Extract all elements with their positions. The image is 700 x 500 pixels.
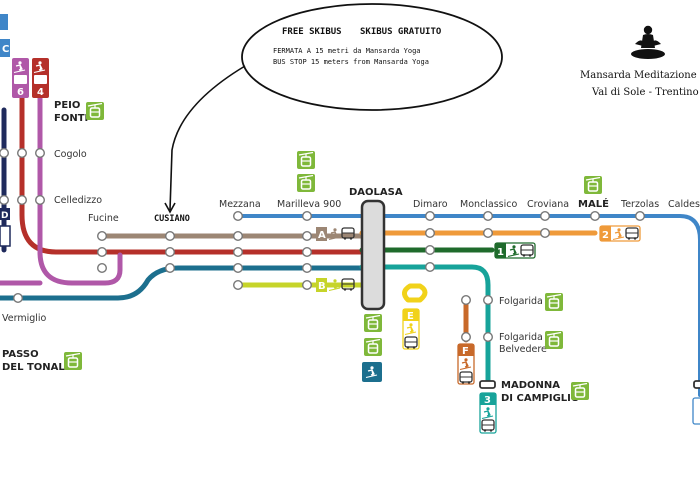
brand-name: Mansarda Meditazione & Yo [580,70,700,81]
cable-car-icon [85,101,105,121]
callout-line-en: BUS STOP 15 meters from Mansarda Yoga [273,58,429,66]
line-purple [37,72,123,286]
line-cyan [359,264,491,388]
line-badge-e: E [407,311,414,322]
cable-car-icon [570,381,590,401]
station-peio: PEIO [54,100,80,111]
callout-title-left: FREE SKIBUS [282,27,342,37]
callout-line-it: FERMATA A 15 metri da Mansarda Yoga [273,47,421,55]
station-daolasa: DAOLASA [349,187,403,198]
skibus-callout: FREE SKIBUS SKIBUS GRATUITO FERMATA A 15… [164,3,503,214]
line-badge-a: A [318,230,326,241]
cable-car-icon [296,173,316,193]
svg-text:C: C [2,44,9,55]
line-badge-6: 6 [17,87,24,98]
cable-car-icon [583,175,603,195]
station-labels: PEIO FONTI Cogolo Celledizzo Fucine CUSI… [2,100,700,404]
right-terminus [693,380,700,389]
line-badge-1: 1 [497,247,504,258]
station-folgarida-belvedere: Folgarida [499,332,543,343]
stop-markers [0,147,645,342]
station-folgarida: Folgarida [499,296,543,307]
cable-car-icon [544,330,564,350]
brand: Mansarda Meditazione & Yo Val di Sole - … [580,25,700,98]
station-fucine: Fucine [88,213,119,224]
station-folgarida-belvedere-2: Belvedere [499,344,547,355]
line-badge-f: F [462,346,469,357]
station-croviana: Croviana [527,199,569,210]
station-dimaro: Dimaro [413,199,448,210]
station-terzolas: Terzolas [620,199,659,210]
route-lines [0,72,700,397]
campiglio-terminus [479,380,496,389]
station-peio-fonti: FONTI [54,113,88,124]
station-vermiglio: Vermiglio [2,313,47,324]
daolasa-hub [360,199,386,311]
brand-location: Val di Sole - Trentino [591,87,699,98]
line-badge-b: B [318,281,326,292]
cable-car-icon [363,313,383,333]
station-cusiano: CUSIANO [154,214,190,224]
line-badge-3: 3 [484,395,491,406]
station-mezzana: Mezzana [219,199,261,210]
callout-title-right: SKIBUS GRATUITO [360,27,442,37]
station-madonna: MADONNA [501,380,560,391]
cable-car-icon [296,150,316,170]
station-madonna-campiglio: DI CAMPIGLIO [501,393,579,404]
arrow-icon [169,65,246,211]
line-badge-2: 2 [602,230,609,241]
line-badge-4: 4 [37,87,44,98]
station-caldes: Caldes [668,199,700,210]
station-monclassico: Monclassico [460,199,517,210]
station-cogolo: Cogolo [54,149,87,160]
line-badges: C 6 4 D A B 1 2 E [0,14,700,434]
station-marilleva: Marilleva 900 [277,199,341,210]
svg-text:D: D [1,211,8,221]
cable-car-icon [544,292,564,312]
cable-car-icon [63,351,83,371]
cable-car-icon [363,337,383,357]
station-male: MALÉ [578,197,609,210]
meditation-icon [631,25,665,59]
station-passo: PASSO [2,349,39,360]
line-yellow [402,283,428,303]
line-red [19,72,365,255]
station-passo-tonale: DEL TONALE [2,362,72,373]
station-celledizzo: Celledizzo [54,195,102,206]
